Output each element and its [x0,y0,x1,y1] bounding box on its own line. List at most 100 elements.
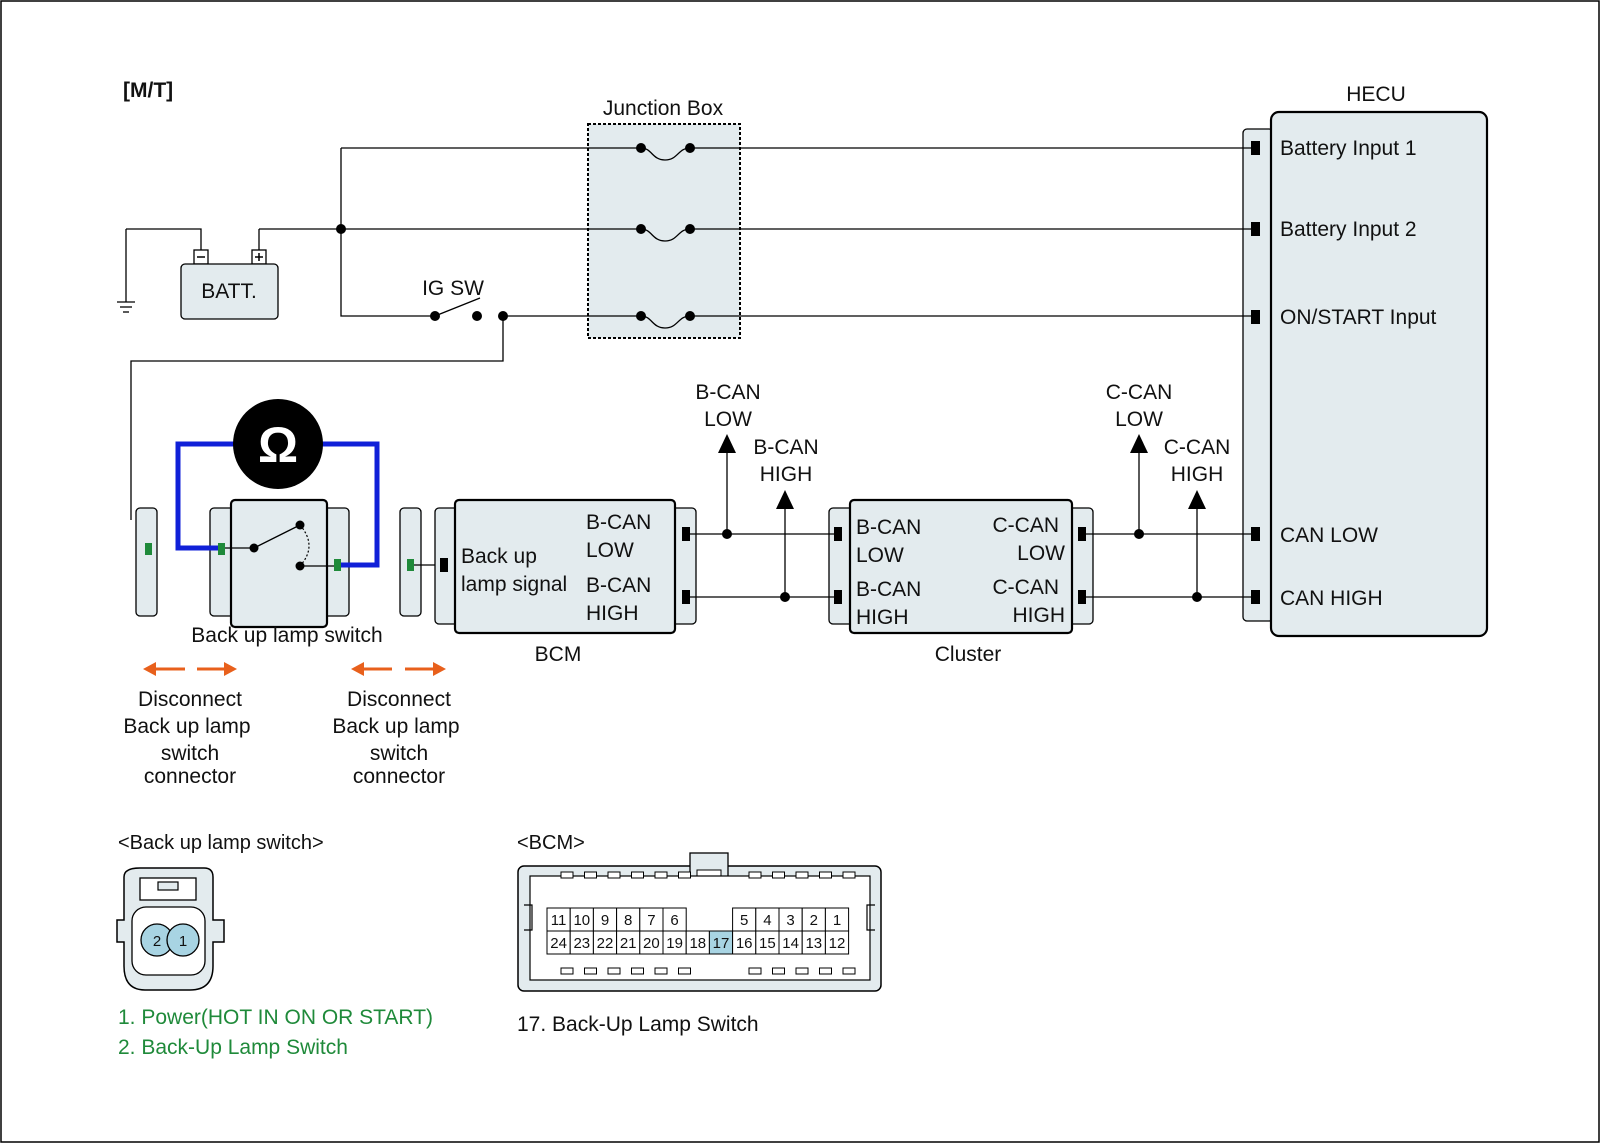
bcm-pin-label: 15 [759,935,776,952]
bcm-latch-slot [631,967,644,975]
hecu-can-low: CAN LOW [1280,524,1378,547]
bcm-latch-slot [584,967,597,975]
hecu-pin-battery-1 [1251,141,1260,155]
switch-connector-title: <Back up lamp switch> [118,832,324,854]
cluster-ccan-low-2: LOW [1017,542,1065,565]
bcm-bcan-high-2: HIGH [586,602,639,625]
fuse-2 [640,228,691,242]
ccan-low-arrow-label-2: LOW [1115,408,1163,431]
hecu-on-start-input: ON/START Input [1280,306,1437,329]
diagram-title: [M/T] [123,79,173,102]
junction-box-label: Junction Box [603,97,724,120]
cluster-bcan-low-2: LOW [856,544,904,567]
bcm-pin-label: 16 [736,935,753,952]
hecu-battery-input-2: Battery Input 2 [1280,218,1417,241]
bcm-pin-label: 18 [689,935,706,952]
bcm-latch-slot [819,871,832,879]
disconnect-note-left-4: connector [144,765,236,788]
ccan-low-arrow-label-1: C-CAN [1106,381,1173,404]
disconnect-arrows-left [143,662,237,676]
bcm-pin-label: 23 [573,935,590,952]
bcm-latch-slot [678,967,691,975]
meter-lead-right [318,441,380,568]
bcm-label: BCM [535,643,582,666]
ccan-high-arrow-label-1: C-CAN [1164,436,1231,459]
harness-pin-left [145,543,152,555]
bcm-pin-label: 8 [624,912,632,929]
bcm-latch-slot [678,871,691,879]
bcm-latch-slot [607,871,621,879]
hecu-connector [1242,128,1274,622]
bcm-pin-label: 9 [601,912,609,929]
cluster-label: Cluster [935,643,1002,666]
bcm-signal-label-2: lamp signal [461,573,567,596]
backup-switch [229,498,329,629]
can-bus-wiring [690,434,1251,602]
switch-pin-2-label: 2 [153,933,161,950]
bcm-latch-slot [748,967,762,975]
battery-label: BATT. [201,280,257,303]
hecu-box [1269,110,1489,638]
hecu-pins [1251,141,1260,604]
ground-icon [117,301,135,313]
hecu-pin-battery-2 [1251,222,1260,236]
battery-icon [180,249,279,320]
bcm-pin-label: 5 [740,912,748,929]
disconnect-note-right-1: Disconnect [347,688,451,711]
bcm-pin-label: 10 [573,912,590,929]
bcan-low-arrow-label-2: LOW [704,408,752,431]
bcm-pin-label: 19 [666,935,683,952]
bcm-latch-slot [560,967,574,975]
bcm-pin-label: 20 [643,935,660,952]
bcm-latch-slot [772,871,785,879]
switch-connector-face [116,867,225,991]
disconnect-arrows-right [351,662,446,676]
bcm-signal-label-1: Back up [461,545,537,568]
switch-legend-2: 2. Back-Up Lamp Switch [118,1036,348,1059]
bcm-pin-label: 4 [763,912,771,929]
bcm-connector-title: <BCM> [517,832,585,854]
junction-box [587,123,741,339]
hecu-can-high: CAN HIGH [1280,587,1383,610]
bcan-low-arrow-label-1: B-CAN [695,381,760,404]
bcm-latch-slot [560,871,574,879]
bcm-legend: 17. Back-Up Lamp Switch [517,1013,759,1036]
bcm-latch-slot [584,871,597,879]
disconnect-note-right-3: switch [370,742,428,765]
harness-pin-right [407,559,414,571]
cluster-bcan-high-1: B-CAN [856,578,921,601]
hecu-label: HECU [1346,83,1406,106]
bcm-pin-label: 24 [550,935,567,952]
bcm-pin-label: 2 [810,912,818,929]
bcm-pin-label: 17 [713,935,730,952]
bcm-box [453,498,677,635]
bcm-pin-label: 6 [670,912,678,929]
cluster-bcan-low-1: B-CAN [856,516,921,539]
power-wiring [125,147,1251,520]
bcm-pin-label: 21 [620,935,637,952]
disconnect-note-left-2: Back up lamp [123,715,250,738]
fuses [636,143,695,329]
bcm-pin-label: 11 [551,912,567,929]
bcm-latch-slot [654,871,668,879]
switch-pin-2 [218,543,225,555]
cluster-box [848,498,1074,635]
meter-lead-left [175,441,238,551]
bcm-pin-label: 7 [647,912,655,929]
disconnect-note-right-2: Back up lamp [332,715,459,738]
ig-switch-icon [430,297,508,321]
bcm-latch-slot [607,967,621,975]
bcm-latch-slot [795,871,809,879]
cluster-ccan-high-2: HIGH [1013,604,1066,627]
cluster-ccan-low-1: C-CAN [993,514,1060,537]
bcm-latch-slot [631,871,644,879]
bcm-latch-slot [842,871,856,879]
harness-connector-left [135,507,158,617]
hecu-pin-on-start [1251,310,1260,324]
bcm-pin-cell [824,930,850,955]
bcm-latch-slot [654,967,668,975]
bcm-latch-slot [819,967,832,975]
